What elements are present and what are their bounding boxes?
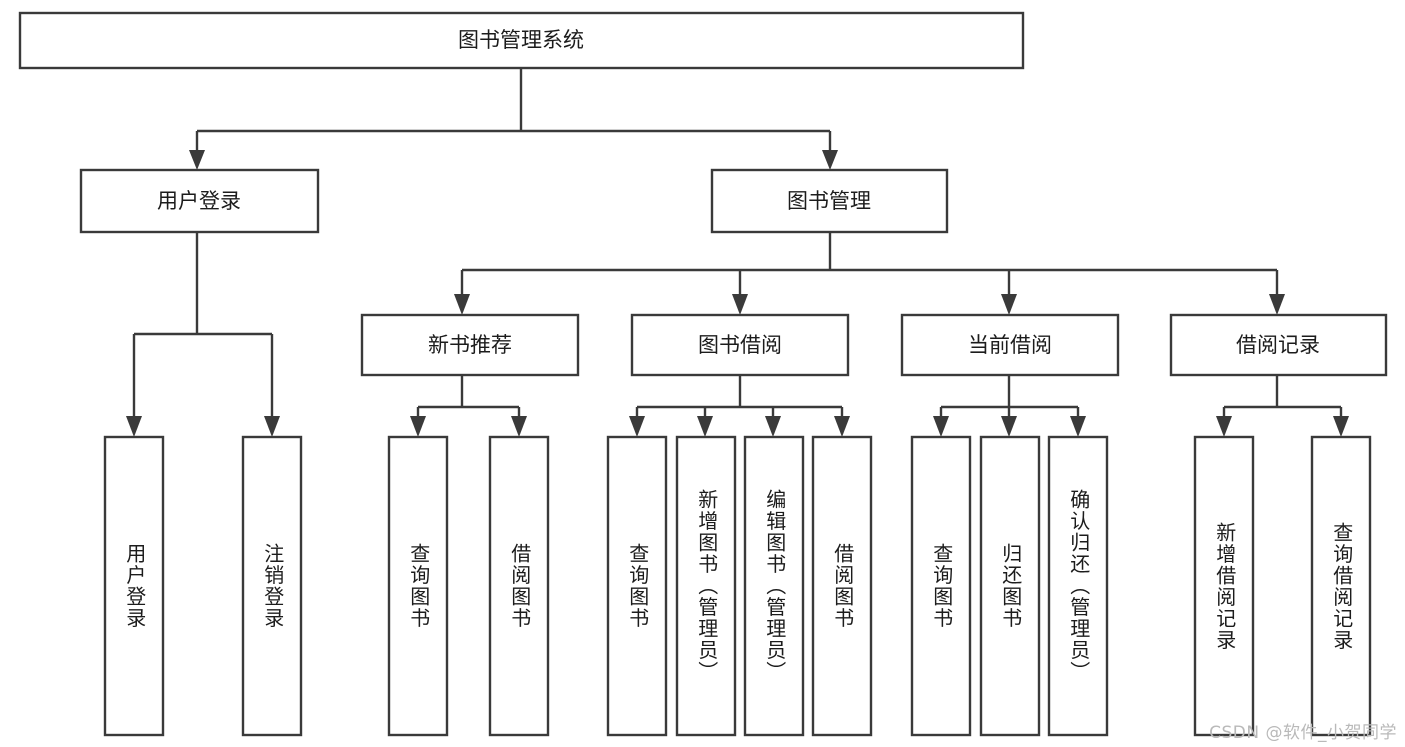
leaf-box-borrow-book-a[interactable] — [488, 435, 550, 737]
arrow-to-book-manage — [822, 150, 838, 170]
node-book-borrow[interactable] — [630, 313, 850, 377]
arrow-leaf-query-book-b — [629, 416, 645, 437]
edges-layer — [126, 68, 1349, 437]
leaf-label-borrow-book-a: 借阅图书 — [507, 543, 532, 629]
arrow-to-current-borrow — [1001, 294, 1017, 315]
node-current-borrow-label: 当前借阅 — [968, 333, 1052, 357]
leaf-box-query-book-b[interactable] — [606, 435, 668, 737]
leaf-label-query-book-c: 查询图书 — [929, 543, 954, 629]
leaf-box-query-book-a[interactable] — [387, 435, 449, 737]
leaf-box-add-book[interactable] — [675, 435, 737, 737]
leaf-box-query-book-c[interactable] — [910, 435, 972, 737]
leaf-box-borrow-book-b[interactable] — [811, 435, 873, 737]
arrow-leaf-confirm-return — [1070, 416, 1086, 437]
leaf-label-user-login: 用户登录 — [122, 543, 147, 629]
arrow-leaf-add-book — [697, 416, 713, 437]
leaf-box-return-book[interactable] — [979, 435, 1041, 737]
arrow-leaf-query-record — [1333, 416, 1349, 437]
node-borrow-record-label: 借阅记录 — [1236, 333, 1320, 357]
leaf-label-query-book-b: 查询图书 — [625, 543, 650, 629]
node-user-login[interactable] — [79, 168, 320, 234]
leaf-box-edit-book[interactable] — [743, 435, 805, 737]
arrow-leaf-edit-book — [765, 416, 781, 437]
arrow-to-borrow-record — [1269, 294, 1285, 315]
arrow-to-book-borrow — [732, 294, 748, 315]
csdn-watermark: CSDN @软件_小贺同学 — [1209, 723, 1397, 743]
leaf-label-confirm-return: 确认归还（管理员） — [1066, 489, 1091, 683]
leaf-label-borrow-book-b: 借阅图书 — [830, 543, 855, 629]
leaf-label-add-book: 新增图书（管理员） — [694, 489, 719, 683]
node-new-book-recommend[interactable] — [360, 313, 580, 377]
node-current-borrow[interactable] — [900, 313, 1120, 377]
node-root-label: 图书管理系统 — [458, 28, 584, 52]
leaf-label-query-book-a: 查询图书 — [406, 543, 431, 629]
leaf-box-query-record[interactable] — [1310, 435, 1372, 737]
arrow-leaf-return-book — [1001, 416, 1017, 437]
leaf-label-logout: 注销登录 — [260, 543, 285, 629]
arrow-to-new-book — [454, 294, 470, 315]
arrow-leaf-user-login — [126, 416, 142, 437]
leaf-box-user-login[interactable] — [103, 435, 165, 737]
leaf-box-confirm-return[interactable] — [1047, 435, 1109, 737]
node-root[interactable] — [18, 11, 1025, 70]
leaf-box-add-record[interactable] — [1193, 435, 1255, 737]
arrow-leaf-query-book-a — [410, 416, 426, 437]
leaf-label-edit-book: 编辑图书（管理员） — [762, 489, 787, 683]
node-new-book-recommend-label: 新书推荐 — [428, 333, 512, 357]
leaf-label-return-book: 归还图书 — [998, 543, 1023, 629]
leaf-label-add-record: 新增借阅记录 — [1212, 521, 1237, 651]
node-user-login-label: 用户登录 — [157, 189, 241, 213]
arrow-leaf-borrow-book-a — [511, 416, 527, 437]
arrow-leaf-query-book-c — [933, 416, 949, 437]
arrow-leaf-logout — [264, 416, 280, 437]
leaf-label-query-record: 查询借阅记录 — [1329, 521, 1354, 651]
arrow-leaf-add-record — [1216, 416, 1232, 437]
node-book-manage-label: 图书管理 — [787, 189, 871, 213]
node-book-manage[interactable] — [710, 168, 949, 234]
node-borrow-record[interactable] — [1169, 313, 1388, 377]
arrow-leaf-borrow-book-b — [834, 416, 850, 437]
nodes-layer: 图书管理系统 用户登录 图书管理 新书推荐 图书借阅 当前借阅 借阅记录 — [18, 11, 1388, 737]
node-book-borrow-label: 图书借阅 — [698, 333, 782, 357]
arrow-to-user-login — [189, 150, 205, 170]
leaf-box-logout[interactable] — [241, 435, 303, 737]
